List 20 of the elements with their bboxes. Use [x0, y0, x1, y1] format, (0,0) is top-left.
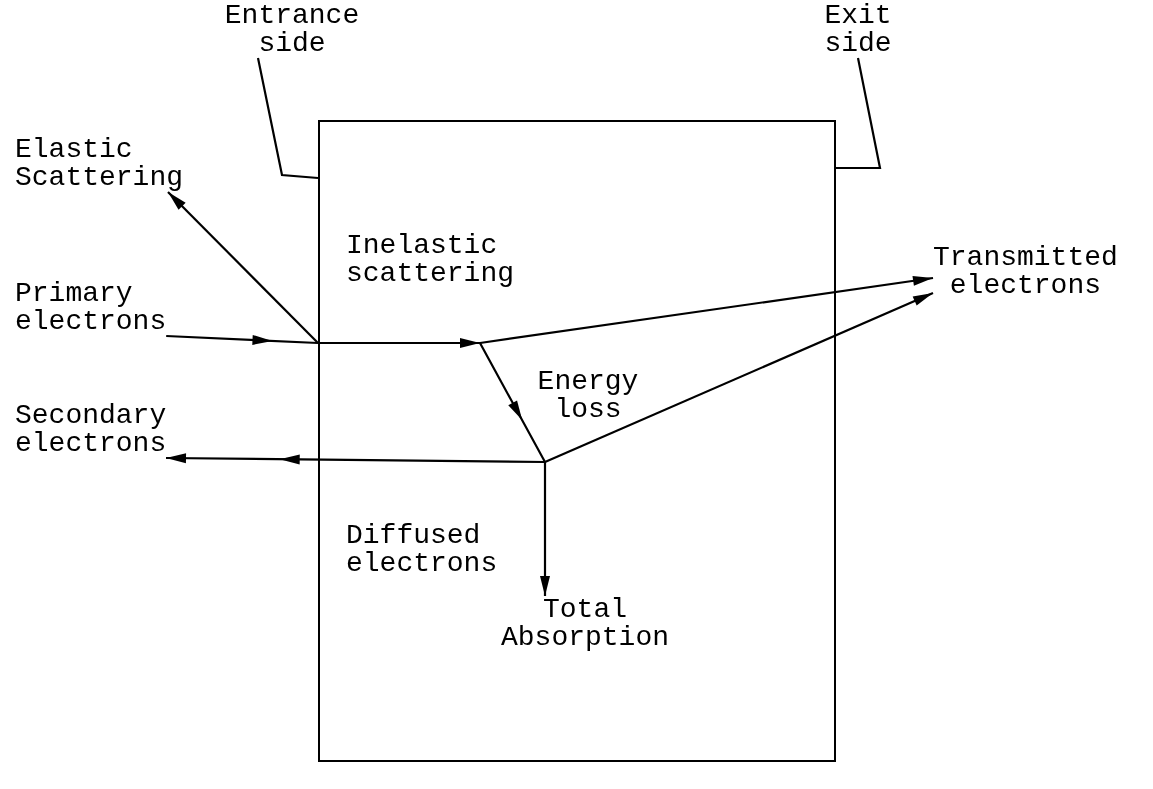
arrow: [167, 191, 319, 344]
side-label: Exit side: [812, 2, 904, 58]
process-label: Diffused electrons: [346, 522, 498, 578]
arrow: [479, 342, 550, 596]
edge-label: Inelastic scattering: [346, 232, 516, 288]
process-label: Elastic Scattering: [15, 136, 184, 192]
process-label: Total Absorption: [495, 596, 675, 652]
process-label: Transmitted electrons: [933, 244, 1118, 300]
arrow: [479, 275, 934, 345]
edge-label: Energy loss: [536, 368, 640, 424]
process-label: Secondary electrons: [15, 402, 167, 458]
arrow: [544, 292, 934, 463]
specimen-box: [318, 120, 836, 762]
leader-line: [256, 57, 319, 180]
side-label: Entrance side: [222, 2, 362, 58]
process-label: Primary electrons: [15, 280, 167, 336]
arrow: [166, 334, 319, 345]
arrow: [166, 453, 545, 465]
arrow: [318, 338, 480, 348]
leader-line: [836, 57, 882, 170]
